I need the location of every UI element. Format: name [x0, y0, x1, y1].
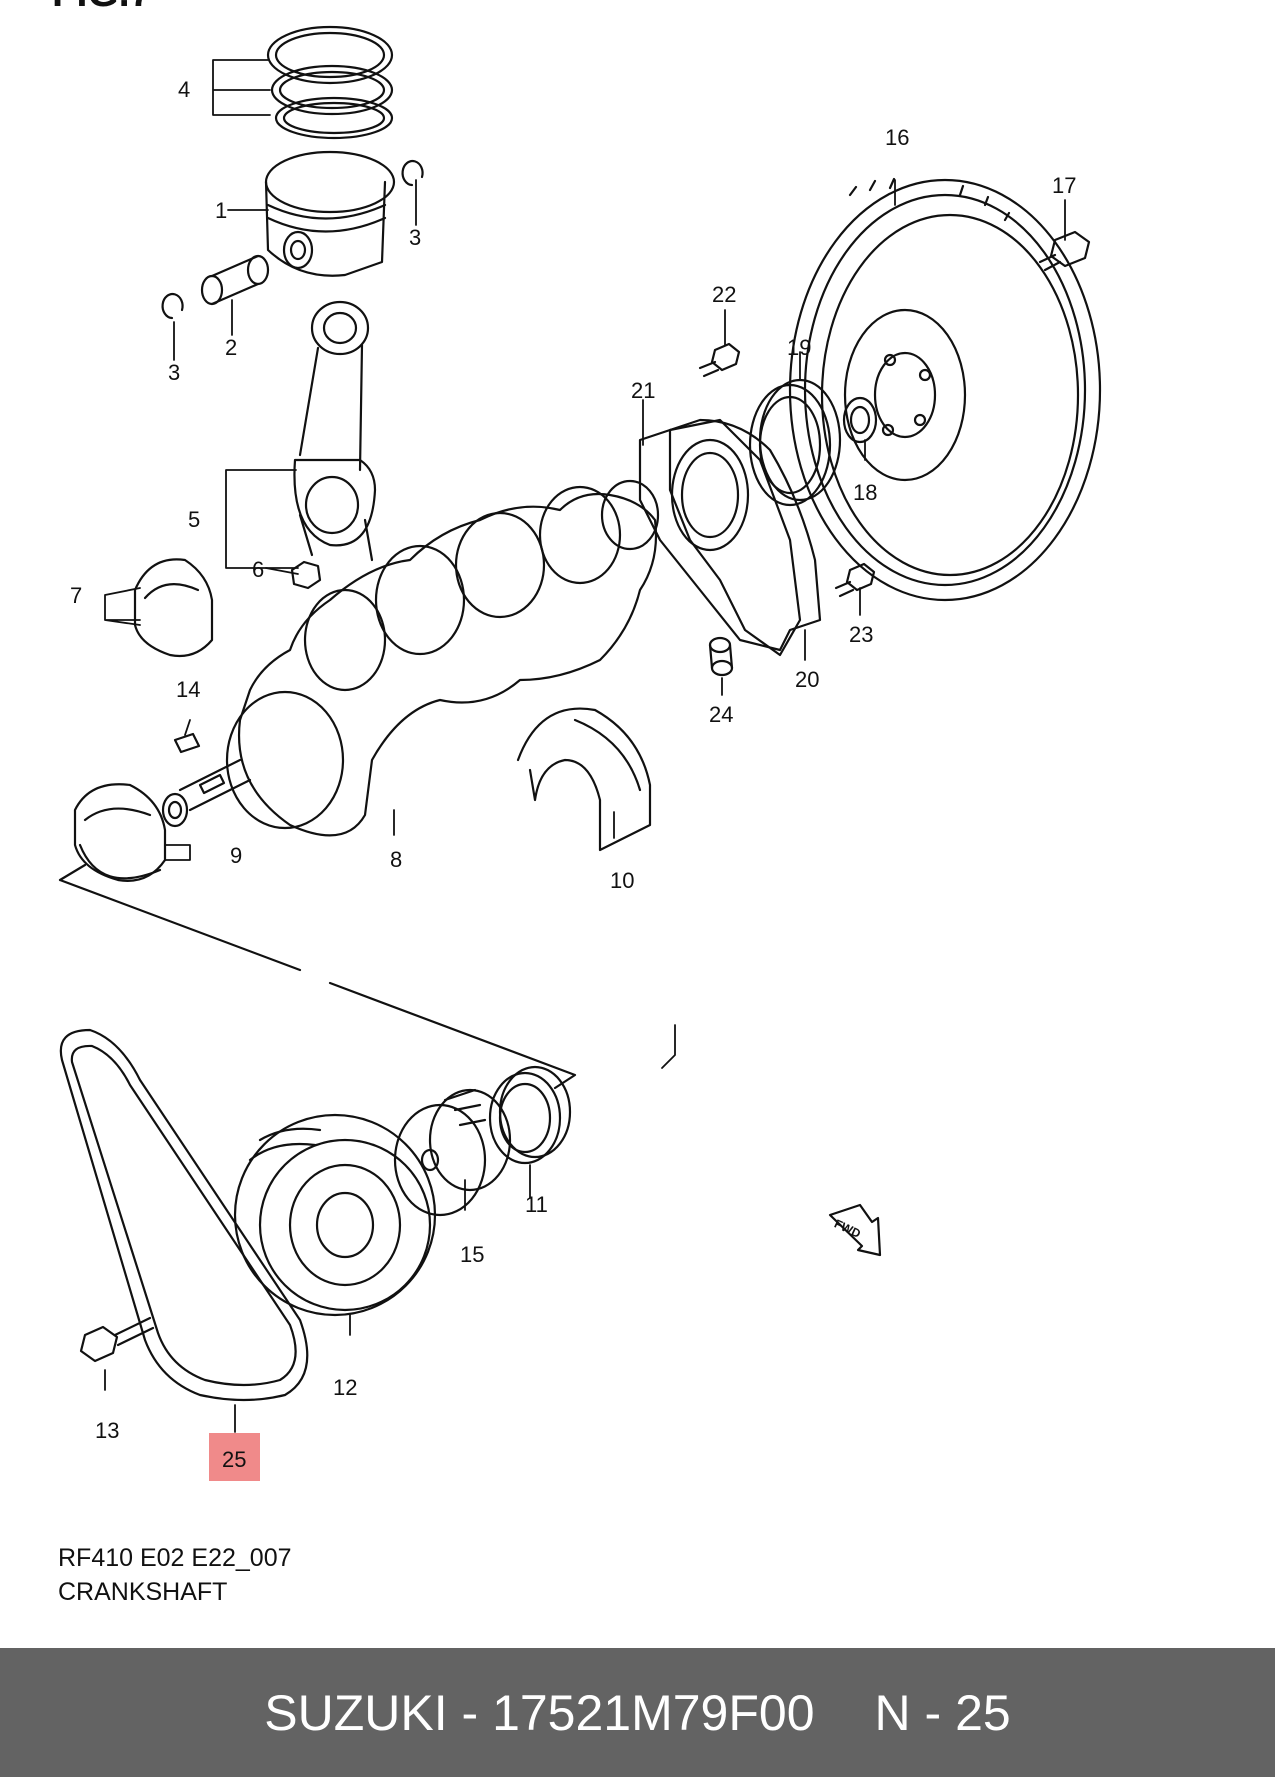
main-bearing-drawing [73, 783, 167, 882]
callout-10: 10 [610, 868, 634, 893]
callout-2: 2 [225, 335, 237, 360]
section-divider [58, 863, 577, 1090]
thrust-bearing-drawing [516, 707, 652, 852]
key-drawing [173, 732, 201, 754]
part-number-footer: SUZUKI - 17521M79F00 N - 25 [0, 1648, 1275, 1777]
pilot-bearing-drawing [842, 396, 878, 444]
callout-labels: 1 2 3 3 4 5 6 7 8 9 10 11 12 13 14 15 16… [70, 77, 1076, 1472]
callout-11: 11 [525, 1192, 548, 1217]
bolt-23-drawing [834, 562, 876, 598]
nut-drawing [290, 560, 322, 590]
callout-17: 17 [1052, 173, 1076, 198]
callout-5: 5 [188, 507, 200, 532]
crankshaft-drawing [161, 479, 660, 837]
upper-bearing-drawing [133, 558, 214, 658]
pulley-bolt-drawing [79, 1316, 155, 1363]
fwd-arrow-icon: FWD [828, 1203, 882, 1257]
diagram-section-name: CRANKSHAFT [58, 1578, 228, 1606]
connecting-rod-drawing [293, 300, 377, 562]
gasket-drawing [668, 418, 802, 657]
drive-belt-drawing [59, 1028, 309, 1402]
diagram-code: RF410 E02 E22_007 [58, 1544, 292, 1572]
callout-3a: 3 [409, 225, 421, 250]
circlip-drawing [401, 159, 424, 187]
callout-25: 25 [222, 1447, 246, 1472]
highlight-box [209, 1433, 260, 1481]
timing-sprocket-drawing [393, 1088, 512, 1217]
figure-title: FIG.7 [52, 0, 152, 15]
exploded-parts-diagram: FIG.7 [52, 0, 1102, 1481]
callout-12: 12 [333, 1375, 357, 1400]
flywheel-bolt-drawing [1038, 230, 1091, 272]
callout-4: 4 [178, 77, 190, 102]
callout-21: 21 [631, 378, 655, 403]
callout-19: 19 [787, 335, 811, 360]
callout-20: 20 [795, 667, 819, 692]
callout-16: 16 [885, 125, 909, 150]
callout-23: 23 [849, 622, 873, 647]
piston-pin-drawing [200, 254, 270, 306]
flywheel-drawing [788, 177, 1102, 602]
oil-seal-housing-drawing [638, 418, 822, 652]
callout-24: 24 [709, 702, 733, 727]
dowel-drawing [708, 636, 734, 677]
front-oil-seal-drawing [488, 1065, 572, 1165]
diagram-reference: N - 25 [874, 1684, 1011, 1741]
callout-3b: 3 [168, 360, 180, 385]
callout-1: 1 [215, 198, 227, 223]
callout-18: 18 [853, 480, 877, 505]
brand-part-number: SUZUKI - 17521M79F00 [264, 1684, 815, 1741]
callout-15: 15 [460, 1242, 484, 1267]
callout-9: 9 [230, 843, 242, 868]
callout-8: 8 [390, 847, 402, 872]
piston-rings-drawing [266, 25, 394, 140]
callout-22: 22 [712, 282, 736, 307]
callout-14: 14 [176, 677, 200, 702]
piston-drawing [264, 150, 396, 277]
leader-lines [104, 59, 1066, 1433]
callout-6: 6 [252, 557, 264, 582]
bolt-22-drawing [698, 342, 741, 378]
crank-pulley-drawing [233, 1113, 437, 1317]
callout-7: 7 [70, 583, 82, 608]
circlip-drawing-2 [161, 292, 184, 320]
callout-13: 13 [95, 1418, 119, 1443]
